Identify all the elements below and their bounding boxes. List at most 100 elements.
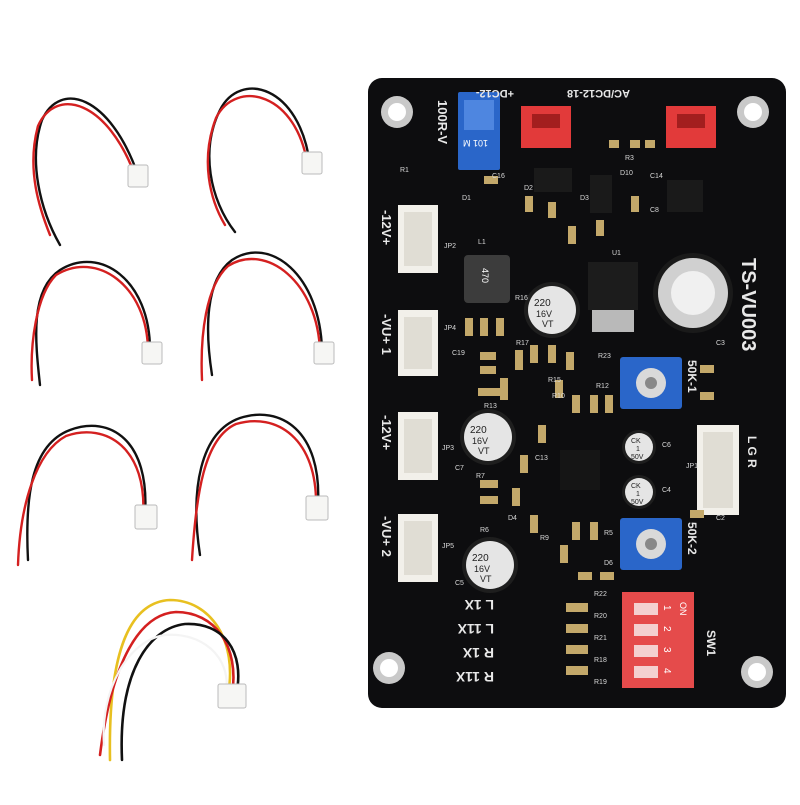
svg-text:R1: R1 (400, 167, 409, 174)
dip-number-1: 1 (661, 605, 672, 611)
dip-number-4: 4 (661, 668, 672, 674)
svg-text:C7: C7 (455, 465, 464, 472)
svg-text:R19: R19 (594, 679, 607, 686)
svg-text:R10: R10 (552, 393, 565, 400)
svg-text:D10: D10 (620, 170, 633, 177)
svg-text:C3: C3 (716, 340, 725, 347)
svg-text:VT: VT (480, 574, 492, 584)
label-ac-input: AC/DC12-18 (567, 87, 630, 99)
label-jp3: -12V+ (379, 415, 394, 450)
mode-row-3: R 1X (462, 645, 494, 661)
svg-text:D2: D2 (524, 185, 533, 192)
mode-table: L 1X L 11X R 1X R 11X (455, 597, 494, 685)
svg-text:U1: U1 (612, 250, 621, 257)
trimmer-top-text: 101 M (463, 138, 488, 148)
pcb-board: 101 M 470 (368, 78, 786, 708)
svg-text:R7: R7 (476, 473, 485, 480)
svg-text:JP4: JP4 (444, 325, 456, 332)
label-lgr: L G R (745, 436, 759, 468)
mode-row-2: L 11X (457, 621, 494, 637)
label-sw1: SW1 (704, 630, 718, 656)
svg-text:220: 220 (534, 298, 551, 309)
label-100r: 100R-V (435, 100, 450, 144)
svg-text:R5: R5 (604, 530, 613, 537)
svg-text:D3: D3 (580, 195, 589, 202)
svg-text:R21: R21 (594, 635, 607, 642)
mode-row-4: R 11X (455, 669, 494, 685)
header-ac-input (666, 106, 716, 148)
svg-text:C8: C8 (650, 207, 659, 214)
svg-text:220: 220 (470, 425, 487, 436)
label-jp5: -VU+ 2 (379, 516, 394, 557)
svg-text:C19: C19 (452, 350, 465, 357)
header-dc-input (521, 106, 571, 148)
diode-d2 (534, 168, 572, 192)
connector-jp4 (398, 310, 438, 376)
capacitor-c3 (653, 253, 733, 333)
mode-row-1: L 1X (464, 597, 494, 613)
svg-text:50V: 50V (631, 499, 644, 506)
dip-number-2: 2 (661, 626, 672, 632)
svg-text:JP3: JP3 (442, 445, 454, 452)
svg-text:R16: R16 (515, 295, 528, 302)
dip-switch-sw1: 1 2 3 4 ON (622, 592, 694, 688)
label-jp2: -12V+ (379, 210, 394, 245)
mounting-hole-icon (373, 96, 773, 688)
svg-text:D1: D1 (462, 195, 471, 202)
inductor-l1: 470 (464, 255, 510, 303)
svg-text:VT: VT (478, 446, 490, 456)
svg-text:C14: C14 (650, 173, 663, 180)
cable-2pin-1 (32, 97, 149, 247)
svg-text:1: 1 (636, 446, 640, 453)
svg-text:C13: C13 (535, 455, 548, 462)
rectifier-d8 (667, 180, 703, 212)
svg-text:R15: R15 (548, 377, 561, 384)
svg-text:16V: 16V (474, 564, 490, 574)
svg-text:R20: R20 (594, 613, 607, 620)
svg-text:R23: R23 (598, 353, 611, 360)
svg-text:16V: 16V (536, 309, 552, 319)
svg-text:C2: C2 (716, 515, 725, 522)
cable-2pin-6 (190, 413, 329, 562)
trimmer-50k-1 (620, 357, 682, 409)
svg-text:R12: R12 (596, 383, 609, 390)
trimmer-50k-2 (620, 518, 682, 570)
smd-components (465, 140, 714, 675)
svg-text:R22: R22 (594, 591, 607, 598)
svg-text:220: 220 (472, 553, 489, 564)
cable-3pin (98, 598, 247, 762)
connector-jp1-lgr (697, 425, 739, 515)
svg-text:50V: 50V (631, 454, 644, 461)
dip-number-3: 3 (661, 647, 672, 653)
svg-text:JP5: JP5 (442, 543, 454, 550)
svg-text:CK: CK (631, 483, 641, 490)
label-jp4: -VU+ 1 (379, 314, 394, 355)
svg-text:D6: D6 (604, 560, 613, 567)
regulator-tab (592, 310, 634, 332)
svg-text:C6: C6 (662, 442, 671, 449)
svg-text:R13: R13 (484, 403, 497, 410)
svg-text:D4: D4 (508, 515, 517, 522)
svg-text:C16: C16 (492, 173, 505, 180)
cable-2pin-2 (206, 87, 323, 234)
connector-jp5 (398, 514, 438, 582)
label-50k-1: 50K-1 (685, 360, 699, 393)
label-50k-2: 50K-2 (685, 522, 699, 555)
svg-text:CK: CK (631, 438, 641, 445)
connector-jp2 (398, 205, 438, 273)
refdes-labels: R1 D1 JP2 L1 R16 C16 D2 D3 R3 D10 C14 C8… (400, 155, 725, 686)
cable-2pin-5 (16, 424, 158, 567)
regulator-u1 (588, 262, 638, 310)
svg-text:JP2: JP2 (444, 243, 456, 250)
svg-text:16V: 16V (472, 436, 488, 446)
opamp-ic (560, 450, 600, 490)
svg-text:L1: L1 (478, 239, 486, 246)
svg-text:R18: R18 (594, 657, 607, 664)
svg-text:1: 1 (636, 491, 640, 498)
svg-text:R17: R17 (516, 340, 529, 347)
